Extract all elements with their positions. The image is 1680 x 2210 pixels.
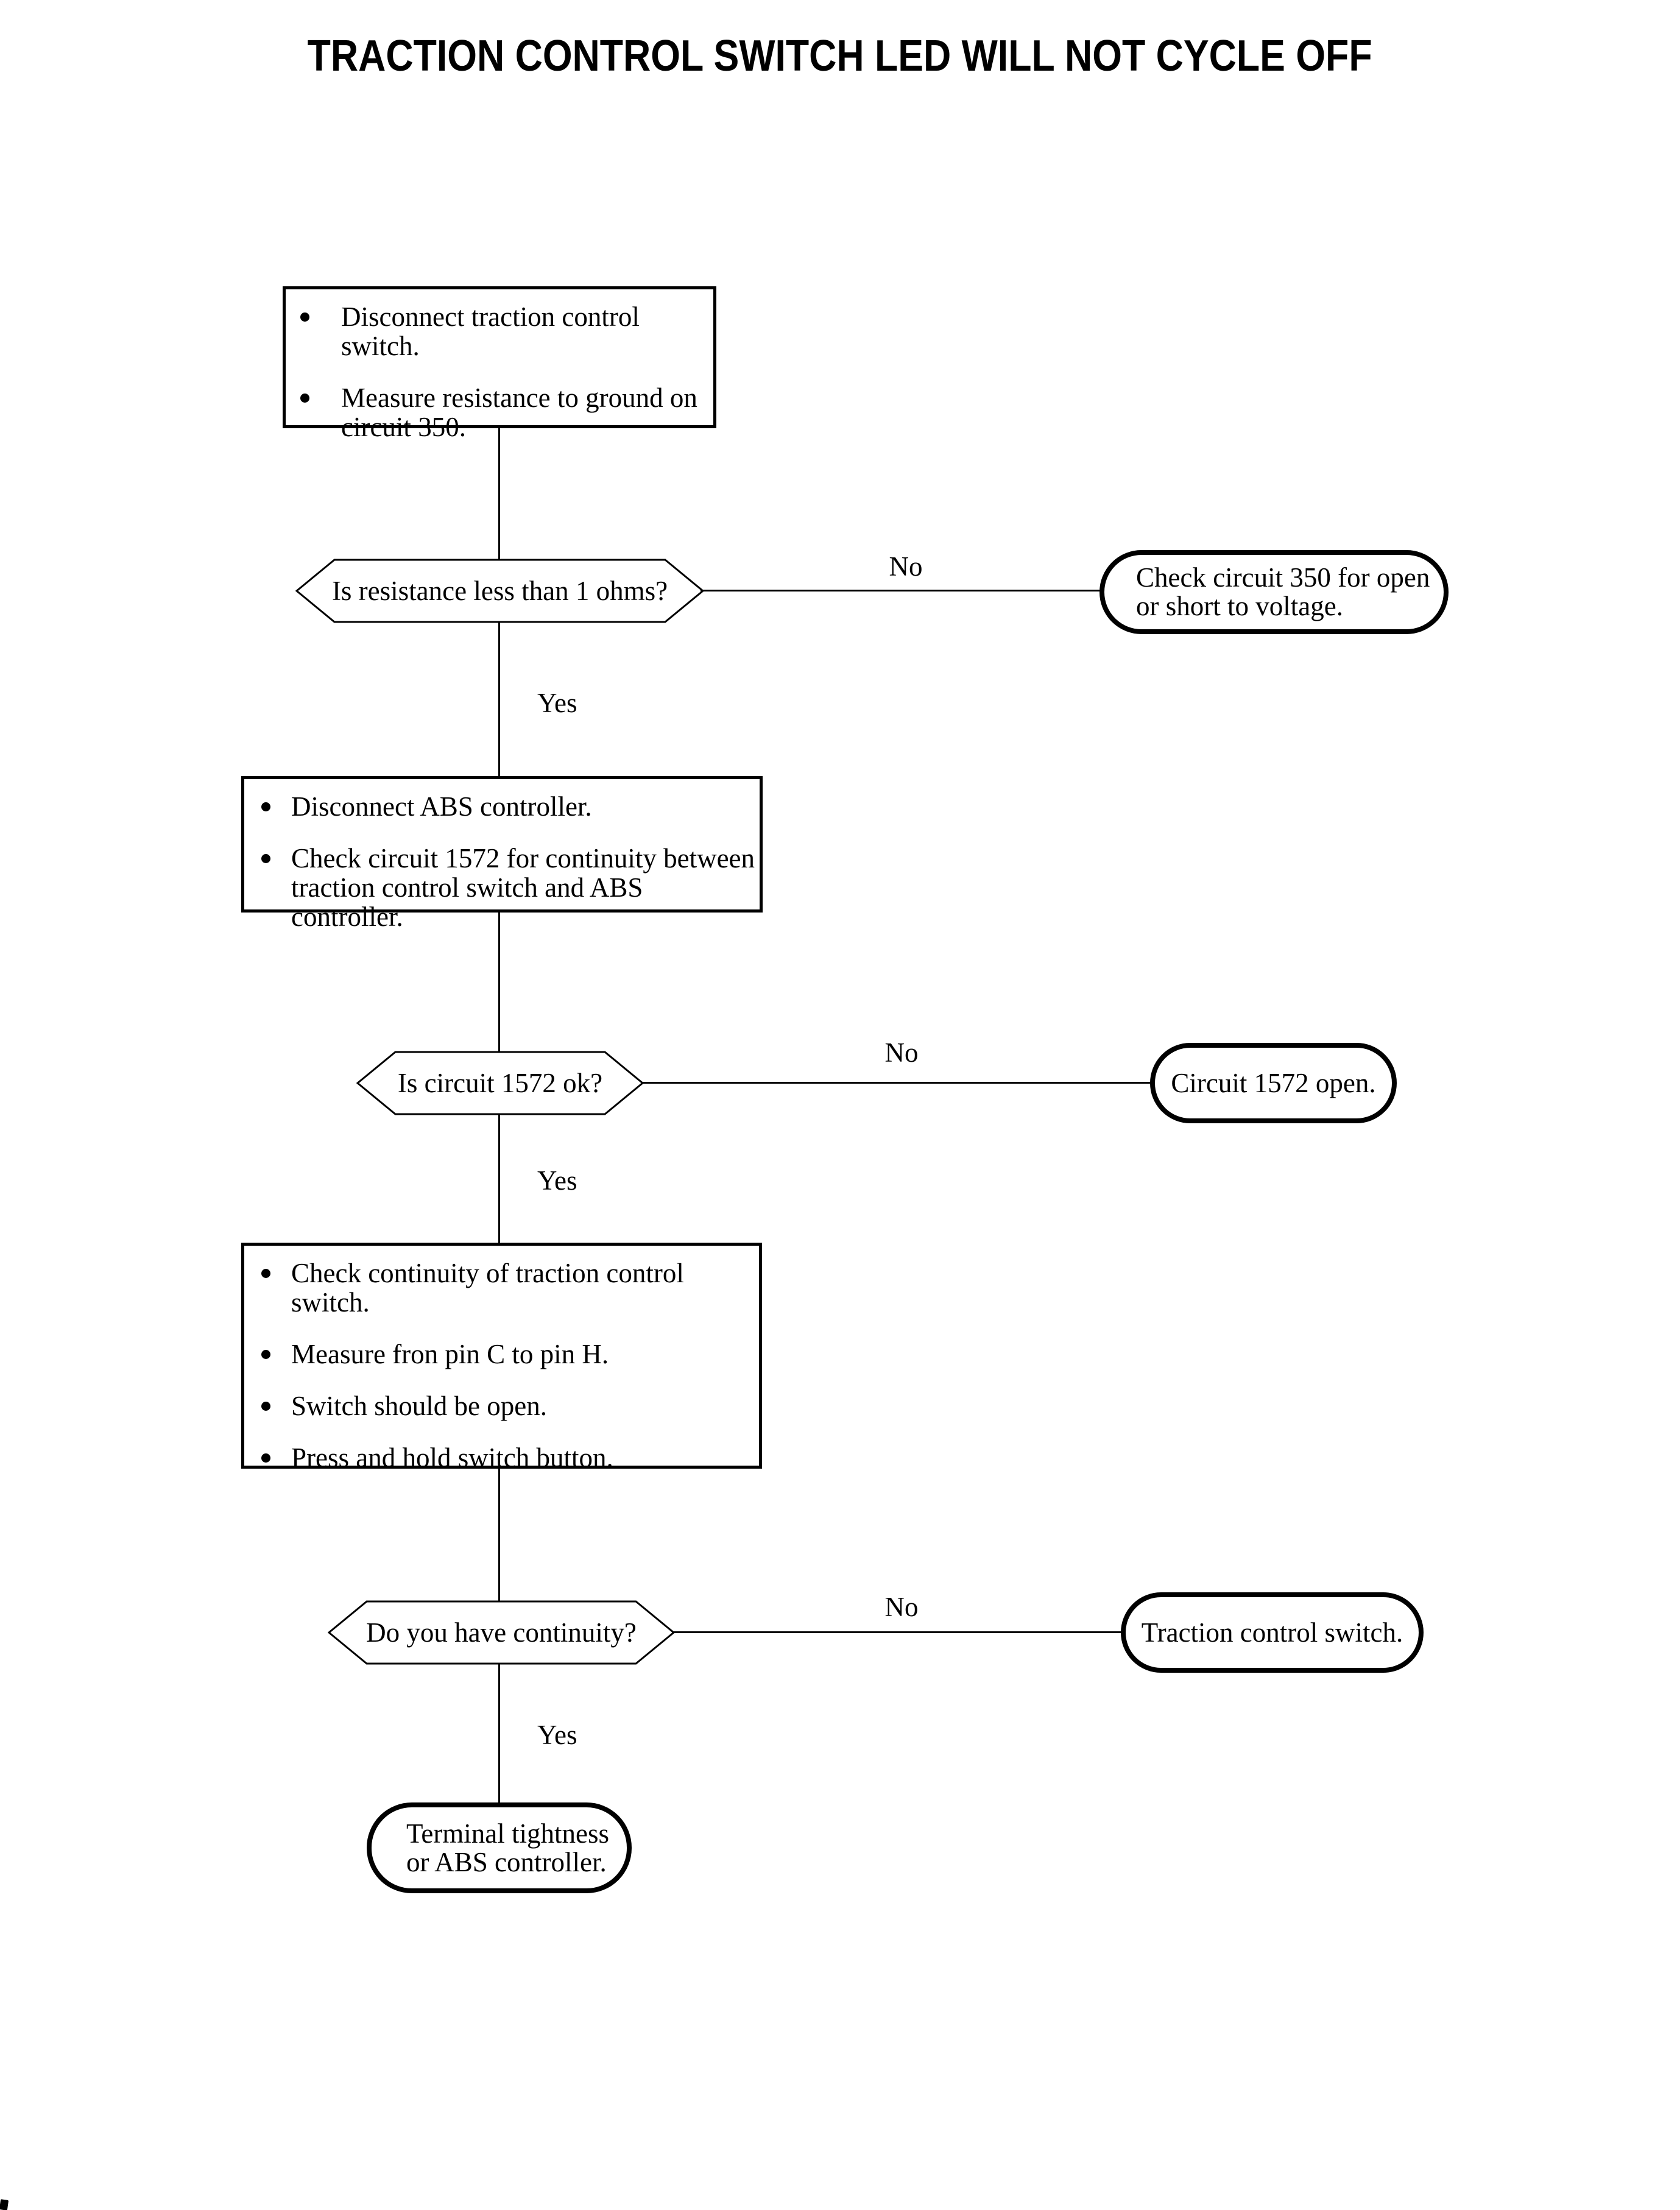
yes-label: Yes bbox=[537, 688, 577, 718]
connector-line bbox=[498, 1467, 500, 1601]
bullet-dot bbox=[261, 1402, 270, 1411]
result-terminal-tightness: Terminal tightness or ABS controller. bbox=[367, 1802, 632, 1893]
bullet-dot bbox=[261, 1453, 270, 1463]
bullet-item: Measure fron pin C to pin H. bbox=[244, 1340, 759, 1369]
result-text: Terminal tightness or ABS controller. bbox=[406, 1818, 610, 1877]
bullet-dot bbox=[261, 1350, 270, 1359]
bullet-item: Measure resistance to ground on circuit … bbox=[286, 383, 713, 442]
yes-label: Yes bbox=[537, 1165, 577, 1196]
bullet-text: Check continuity of traction control swi… bbox=[291, 1258, 684, 1318]
result-check-circuit-350: Check circuit 350 for open or short to v… bbox=[1099, 550, 1449, 634]
connector-line bbox=[701, 590, 1103, 591]
bullet-item: Check circuit 1572 for continuity betwee… bbox=[244, 844, 760, 931]
result-text: Traction control switch. bbox=[1141, 1617, 1403, 1648]
decision-resistance: Is resistance less than 1 ohms? bbox=[295, 559, 704, 623]
decision-question: Is resistance less than 1 ohms? bbox=[331, 576, 668, 606]
yes-label: Yes bbox=[537, 1720, 577, 1750]
connector-line bbox=[672, 1631, 1123, 1633]
connector-line bbox=[498, 911, 500, 1052]
result-text: Check circuit 350 for open or short to v… bbox=[1136, 562, 1430, 621]
bullet-item: Disconnect traction control switch. bbox=[286, 302, 713, 361]
bullet-item: Check continuity of traction control swi… bbox=[244, 1259, 759, 1317]
process-box-step2: Disconnect ABS controller. Check circuit… bbox=[241, 776, 763, 931]
connector-line bbox=[498, 427, 500, 560]
page-title-text: TRACTION CONTROL SWITCH LED WILL NOT CYC… bbox=[308, 32, 1372, 80]
no-label: No bbox=[884, 1037, 919, 1068]
page-title: TRACTION CONTROL SWITCH LED WILL NOT CYC… bbox=[0, 33, 1680, 79]
bullet-item: Disconnect ABS controller. bbox=[244, 792, 760, 821]
bullet-item: Press and hold switch button. bbox=[244, 1443, 759, 1472]
connector-line bbox=[498, 1664, 500, 1803]
result-circuit-1572-open: Circuit 1572 open. bbox=[1150, 1043, 1397, 1123]
bullet-text: Switch should be open. bbox=[291, 1391, 547, 1421]
bullet-item: Switch should be open. bbox=[244, 1391, 759, 1421]
decision-question: Is circuit 1572 ok? bbox=[397, 1068, 603, 1098]
process-box-step3: Check continuity of traction control swi… bbox=[241, 1243, 762, 1472]
result-text: Circuit 1572 open. bbox=[1171, 1067, 1376, 1098]
bullet-text: Measure fron pin C to pin H. bbox=[291, 1339, 609, 1369]
process-box-step1: Disconnect traction control switch. Meas… bbox=[283, 286, 716, 442]
page-corner-artifact bbox=[0, 2199, 9, 2210]
connector-line bbox=[498, 622, 500, 777]
bullet-dot bbox=[261, 1269, 270, 1278]
decision-question: Do you have continuity? bbox=[366, 1617, 637, 1648]
result-traction-control-switch: Traction control switch. bbox=[1121, 1592, 1424, 1673]
bullet-dot bbox=[300, 394, 309, 403]
bullet-text: Measure resistance to ground on circuit … bbox=[341, 383, 697, 442]
bullet-text: Check circuit 1572 for continuity betwee… bbox=[291, 843, 755, 932]
decision-continuity: Do you have continuity? bbox=[328, 1600, 675, 1665]
bullet-dot bbox=[261, 854, 270, 863]
decision-circuit-1572: Is circuit 1572 ok? bbox=[356, 1051, 644, 1115]
connector-line bbox=[641, 1082, 1152, 1084]
bullet-text: Disconnect ABS controller. bbox=[291, 791, 592, 822]
bullet-text: Press and hold switch button. bbox=[291, 1442, 613, 1473]
connector-line bbox=[498, 1115, 500, 1244]
no-label: No bbox=[884, 1592, 919, 1622]
bullet-text: Disconnect traction control switch. bbox=[341, 302, 640, 361]
bullet-dot bbox=[300, 312, 309, 322]
no-label: No bbox=[889, 551, 923, 582]
bullet-dot bbox=[261, 802, 270, 811]
